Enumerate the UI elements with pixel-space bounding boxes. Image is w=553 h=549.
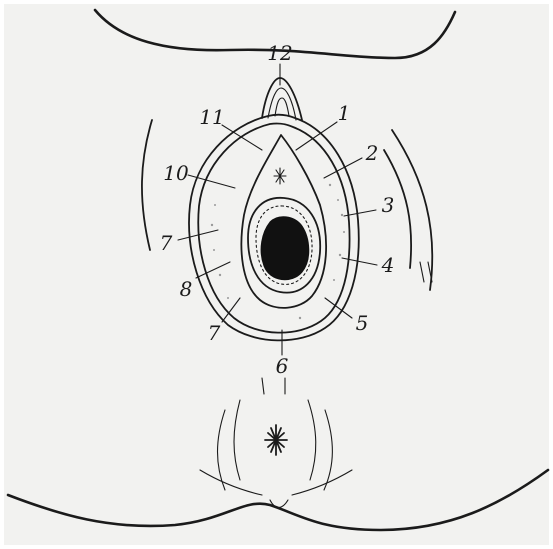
label-6: 6 bbox=[276, 354, 289, 378]
urethral-opening bbox=[274, 168, 286, 184]
label-1: 1 bbox=[338, 101, 351, 125]
label-7-lower: 7 bbox=[208, 321, 221, 345]
label-2: 2 bbox=[365, 141, 379, 165]
label-7-upper: 7 bbox=[160, 231, 173, 255]
label-10: 10 bbox=[163, 161, 189, 185]
label-8: 8 bbox=[180, 277, 193, 301]
label-3: 3 bbox=[382, 193, 395, 217]
label-4: 4 bbox=[381, 253, 395, 277]
vaginal-opening bbox=[261, 217, 309, 280]
label-12: 12 bbox=[267, 41, 292, 65]
label-5: 5 bbox=[356, 311, 369, 335]
label-11: 11 bbox=[199, 105, 224, 129]
